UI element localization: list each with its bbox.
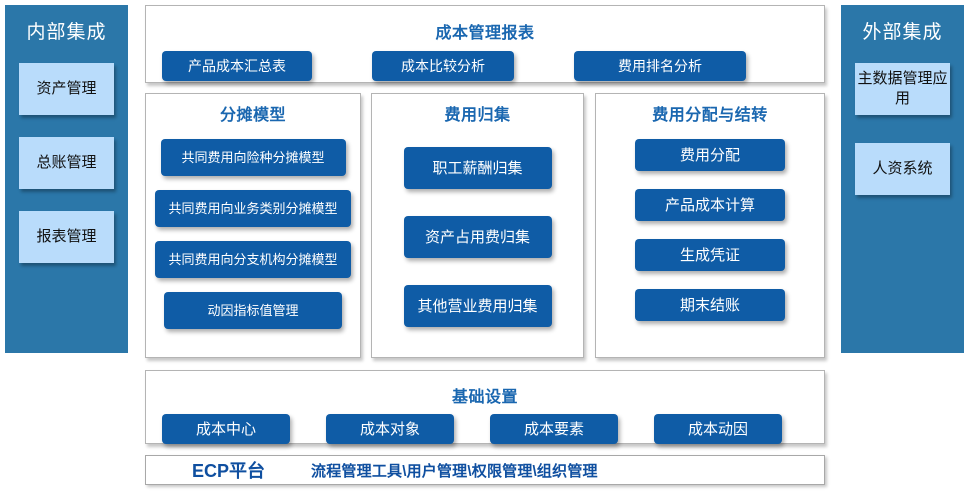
button-expense-distribution[interactable]: 费用分配: [635, 139, 785, 171]
ecp-platform-description: 流程管理工具\用户管理\权限管理\组织管理: [311, 462, 598, 480]
allocation-model-title: 分摊模型: [219, 107, 286, 124]
expense-distribution-title: 费用分配与结转: [652, 107, 768, 124]
button-cost-object[interactable]: 成本对象: [326, 414, 454, 444]
button-period-end-closing[interactable]: 期末结账: [635, 289, 785, 321]
button-employee-compensation-collection[interactable]: 职工薪酬归集: [403, 147, 552, 189]
external-integration-sidebar: 外部集成 主数据管理应用 人资系统: [841, 5, 964, 353]
button-product-cost-summary[interactable]: 产品成本汇总表: [162, 51, 312, 81]
cost-management-reports-panel: 成本管理报表 产品成本汇总表 成本比较分析 费用排名分析: [145, 5, 825, 83]
button-expense-ranking-analysis[interactable]: 费用排名分析: [574, 51, 746, 81]
basic-settings-button-row: 成本中心 成本对象 成本要素 成本动因: [146, 414, 824, 444]
button-common-expense-to-insurance-type-allocation-model[interactable]: 共同费用向险种分摊模型: [160, 139, 346, 176]
ecp-platform-bar: ECP平台 流程管理工具\用户管理\权限管理\组织管理: [145, 455, 825, 485]
expense-collection-button-list: 职工薪酬归集 资产占用费归集 其他营业费用归集: [372, 147, 583, 327]
basic-settings-title: 基础设置: [451, 389, 518, 406]
allocation-model-panel: 分摊模型 共同费用向险种分摊模型 共同费用向业务类别分摊模型 共同费用向分支机构…: [145, 93, 361, 358]
basic-settings-panel: 基础设置 成本中心 成本对象 成本要素 成本动因: [145, 370, 825, 444]
expense-collection-panel: 费用归集 职工薪酬归集 资产占用费归集 其他营业费用归集: [371, 93, 584, 358]
ecp-platform-name: ECP平台: [192, 461, 266, 481]
button-product-cost-calculation[interactable]: 产品成本计算: [635, 189, 785, 221]
sidebar-item-asset-management[interactable]: 资产管理: [19, 63, 114, 115]
button-driver-indicator-value-management[interactable]: 动因指标值管理: [164, 292, 342, 329]
expense-distribution-button-list: 费用分配 产品成本计算 生成凭证 期末结账: [596, 139, 824, 321]
button-cost-center[interactable]: 成本中心: [162, 414, 290, 444]
sidebar-item-master-data-management-app[interactable]: 主数据管理应用: [855, 63, 950, 115]
expense-distribution-panel: 费用分配与结转 费用分配 产品成本计算 生成凭证 期末结账: [595, 93, 825, 358]
button-common-expense-to-branch-allocation-model[interactable]: 共同费用向分支机构分摊模型: [155, 241, 351, 278]
expense-collection-title: 费用归集: [444, 107, 511, 124]
button-other-operating-expense-collection[interactable]: 其他营业费用归集: [403, 285, 552, 327]
button-cost-element[interactable]: 成本要素: [490, 414, 618, 444]
cost-management-reports-title: 成本管理报表: [435, 25, 535, 42]
allocation-model-button-list: 共同费用向险种分摊模型 共同费用向业务类别分摊模型 共同费用向分支机构分摊模型 …: [146, 139, 360, 329]
sidebar-item-hr-system[interactable]: 人资系统: [855, 143, 950, 195]
button-common-expense-to-business-category-allocation-model[interactable]: 共同费用向业务类别分摊模型: [155, 190, 351, 227]
sidebar-item-general-ledger-management[interactable]: 总账管理: [19, 137, 114, 189]
button-cost-driver[interactable]: 成本动因: [654, 414, 782, 444]
sidebar-item-report-management[interactable]: 报表管理: [19, 211, 114, 263]
button-asset-occupancy-fee-collection[interactable]: 资产占用费归集: [403, 216, 552, 258]
internal-integration-sidebar: 内部集成 资产管理 总账管理 报表管理: [5, 5, 128, 353]
external-integration-title: 外部集成: [862, 22, 943, 43]
cost-management-reports-button-row: 产品成本汇总表 成本比较分析 费用排名分析: [146, 51, 824, 81]
button-generate-voucher[interactable]: 生成凭证: [635, 239, 785, 271]
internal-integration-title: 内部集成: [26, 22, 107, 43]
button-cost-comparison-analysis[interactable]: 成本比较分析: [372, 51, 514, 81]
